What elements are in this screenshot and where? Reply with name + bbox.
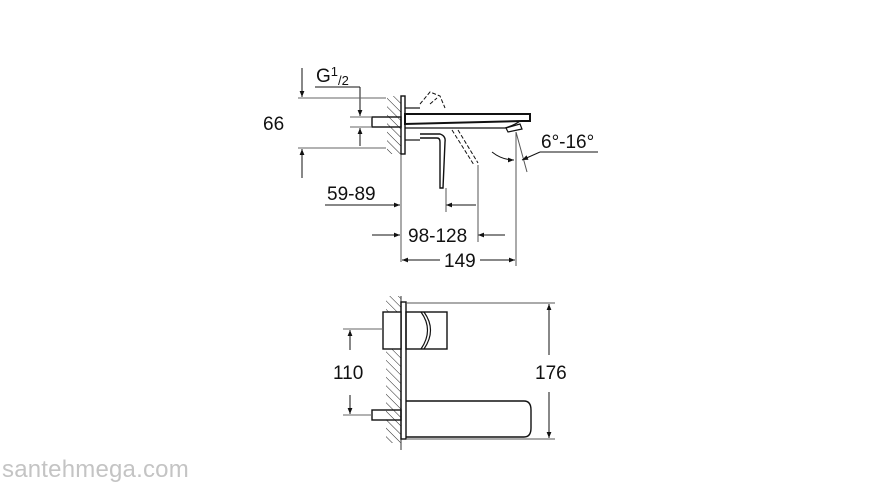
dim-wall-depth: 59-89 bbox=[327, 184, 376, 205]
aerator bbox=[505, 123, 523, 133]
lever-alt-position bbox=[451, 129, 479, 166]
side-view bbox=[371, 91, 531, 262]
watermark: santehmega.com bbox=[2, 456, 189, 483]
wall-hatch bbox=[387, 96, 401, 154]
dim-total-height: 176 bbox=[535, 363, 567, 384]
thread-label: G1/2 bbox=[316, 64, 349, 88]
spout-front bbox=[406, 400, 532, 438]
lever-handle bbox=[420, 133, 446, 189]
lever-alt-position-top bbox=[419, 91, 446, 109]
handle-cartridge bbox=[382, 311, 402, 350]
side-view-dimensions bbox=[298, 68, 598, 266]
connector-pin bbox=[371, 116, 402, 128]
front-view bbox=[371, 296, 532, 450]
dim-height-66: 66 bbox=[263, 114, 284, 135]
cover-plate bbox=[400, 301, 407, 440]
front-view-dimensions bbox=[343, 302, 555, 440]
dim-center-distance: 110 bbox=[333, 363, 363, 384]
dim-spout-angle: 6°-16° bbox=[541, 132, 594, 153]
handle-grip bbox=[420, 311, 432, 350]
spout bbox=[404, 113, 531, 126]
handle-box bbox=[405, 311, 448, 350]
dim-handle-reach: 98-128 bbox=[408, 226, 467, 247]
dim-total-projection: 149 bbox=[444, 251, 476, 272]
